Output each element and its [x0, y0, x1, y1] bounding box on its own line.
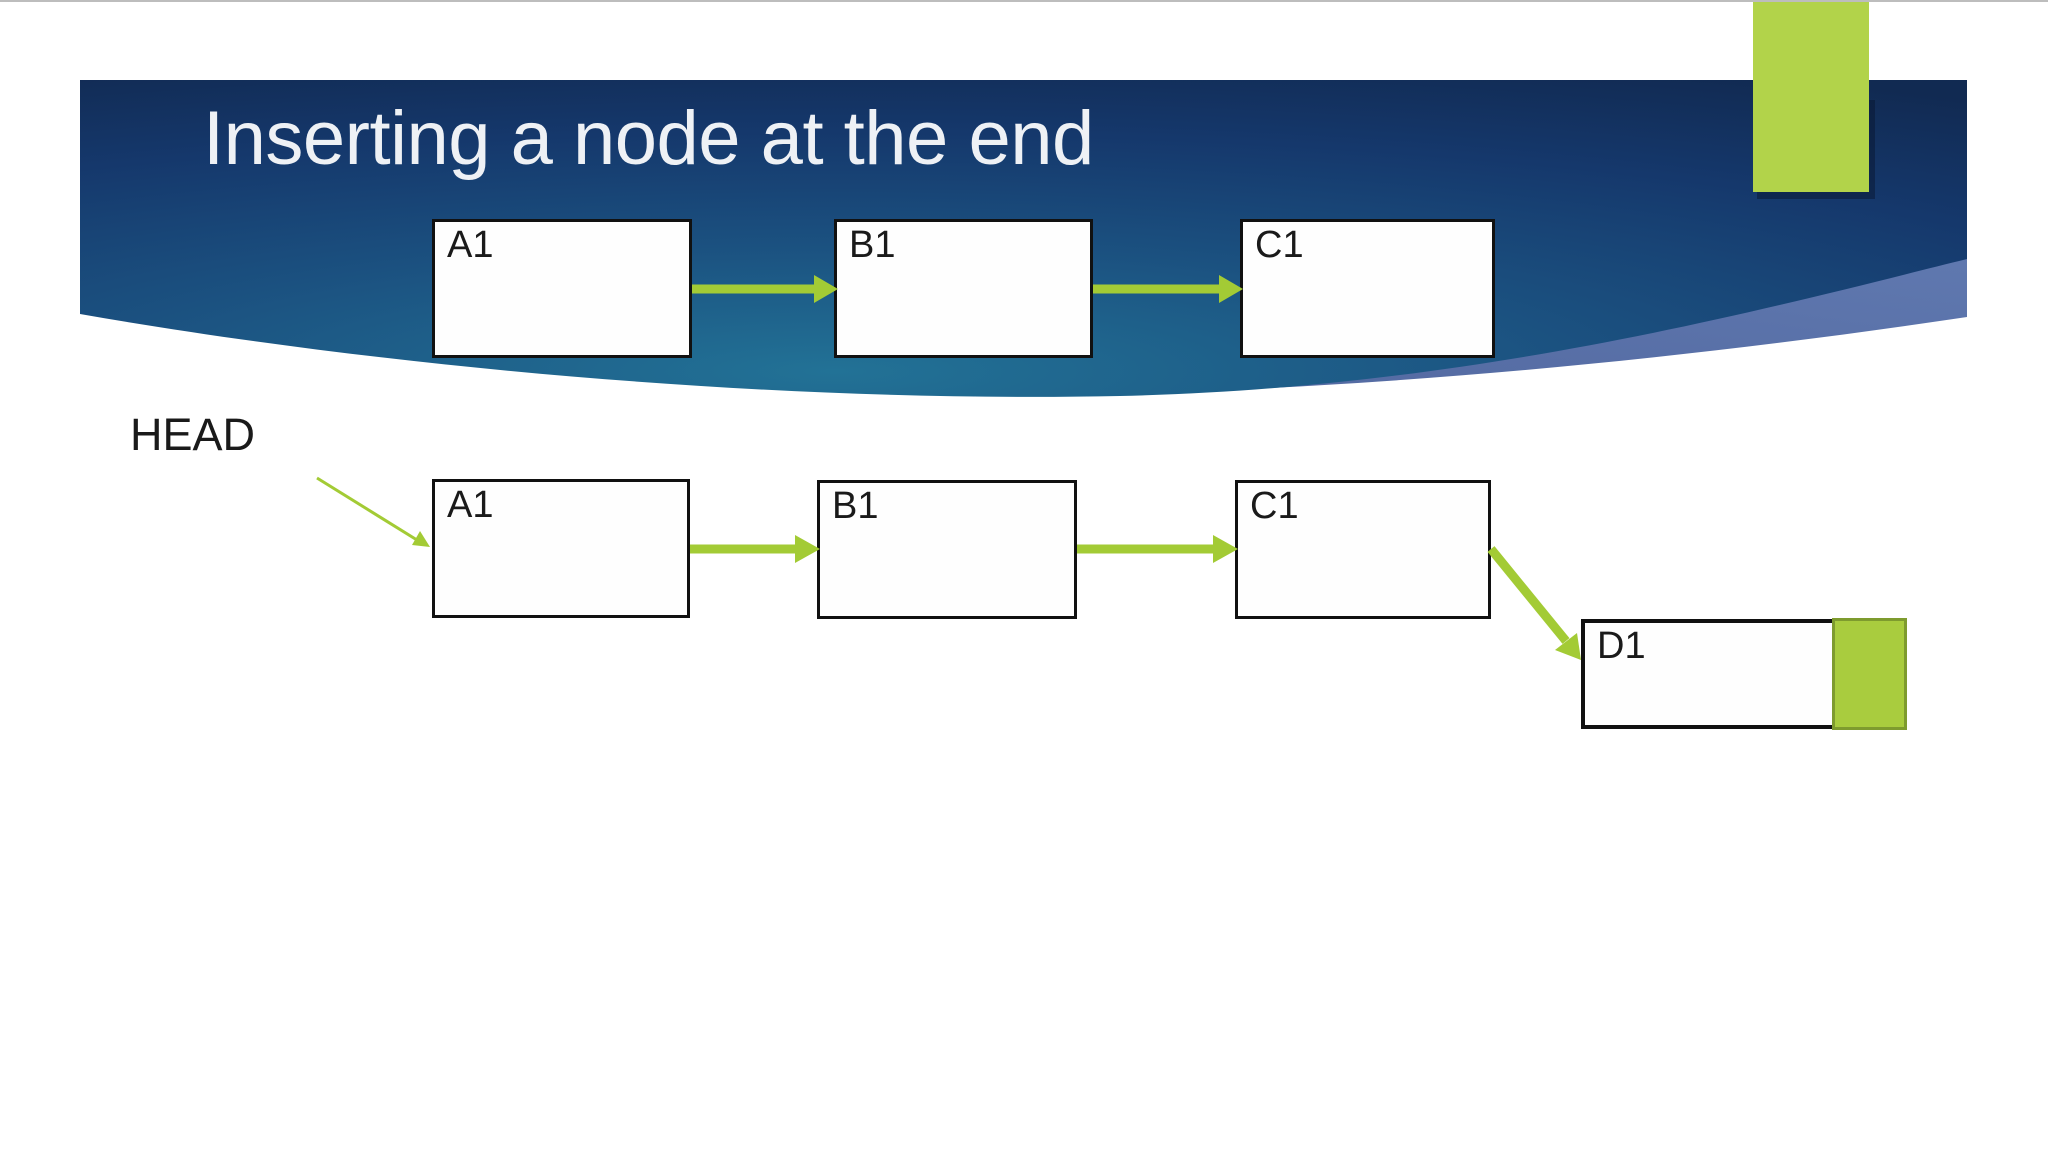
- node-box-b1-top: B1: [834, 219, 1093, 358]
- corner-rect-shadow: [1757, 100, 1875, 199]
- node-box-a1-bottom: A1: [432, 479, 690, 618]
- node-label: A1: [447, 224, 494, 266]
- arrow-b1-c1-bottom: [1077, 535, 1238, 563]
- arrow-b1-c1-top: [1093, 275, 1243, 303]
- node-label: A1: [447, 484, 494, 526]
- arrow-head-a1: [316, 476, 430, 547]
- corner-accent-rect: [1753, 2, 1869, 192]
- node-box-c1-bottom: C1: [1235, 480, 1491, 619]
- node-box-d1-new: D1: [1581, 619, 1836, 729]
- node-box-a1-top: A1: [432, 219, 692, 358]
- node-box-b1-bottom: B1: [817, 480, 1077, 619]
- node-label: B1: [849, 224, 896, 266]
- node-label: B1: [832, 485, 879, 527]
- arrow-a1-b1-top: [692, 275, 838, 303]
- node-box-c1-top: C1: [1240, 219, 1495, 358]
- node-label: C1: [1255, 224, 1304, 266]
- d1-next-pointer-cell: [1832, 618, 1907, 730]
- page-title: Inserting a node at the end: [203, 96, 1094, 181]
- node-label: C1: [1250, 485, 1299, 527]
- arrow-c1-d1: [1487, 546, 1581, 660]
- head-pointer-label: HEAD: [130, 409, 256, 460]
- arrow-a1-b1-bottom: [690, 535, 820, 563]
- node-label: D1: [1597, 625, 1646, 667]
- top-hairline: [0, 0, 2048, 2]
